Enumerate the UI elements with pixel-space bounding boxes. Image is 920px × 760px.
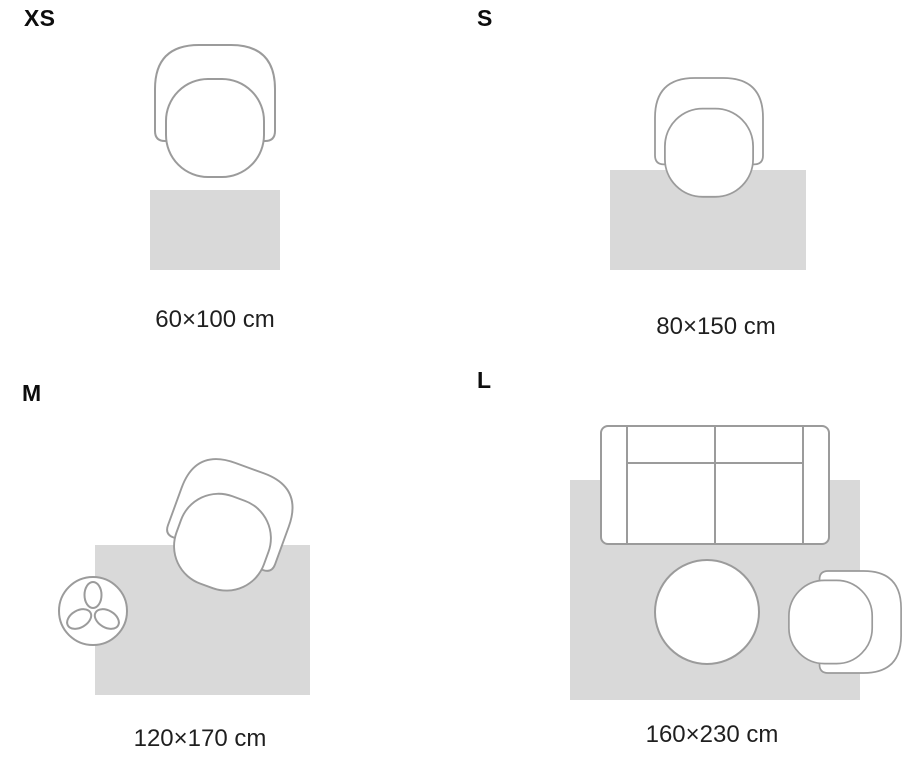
armchair-top-view-icon <box>788 570 902 674</box>
dimension-text-l: 160×230 cm <box>645 721 779 748</box>
potted-plant-top-view-icon <box>58 576 128 646</box>
diagram-xs <box>150 44 280 270</box>
armchair-top-view-icon <box>154 44 276 178</box>
diagram-l <box>570 425 902 700</box>
rug-xs <box>150 190 280 270</box>
dimension-text-s: 80×150 cm <box>656 313 776 340</box>
size-label-s: S <box>477 5 493 31</box>
round-table-top-view-icon <box>654 559 760 665</box>
diagram-m <box>58 447 310 695</box>
dimension-text-m: 120×170 cm <box>133 725 267 752</box>
size-label-m: M <box>22 380 42 406</box>
sofa-top-view-icon <box>600 425 830 545</box>
size-label-xs: XS <box>24 5 56 31</box>
dimension-text-xs: 60×100 cm <box>155 306 275 333</box>
diagram-s <box>610 77 806 270</box>
size-label-l: L <box>477 367 492 393</box>
armchair-top-view-icon <box>654 77 764 198</box>
